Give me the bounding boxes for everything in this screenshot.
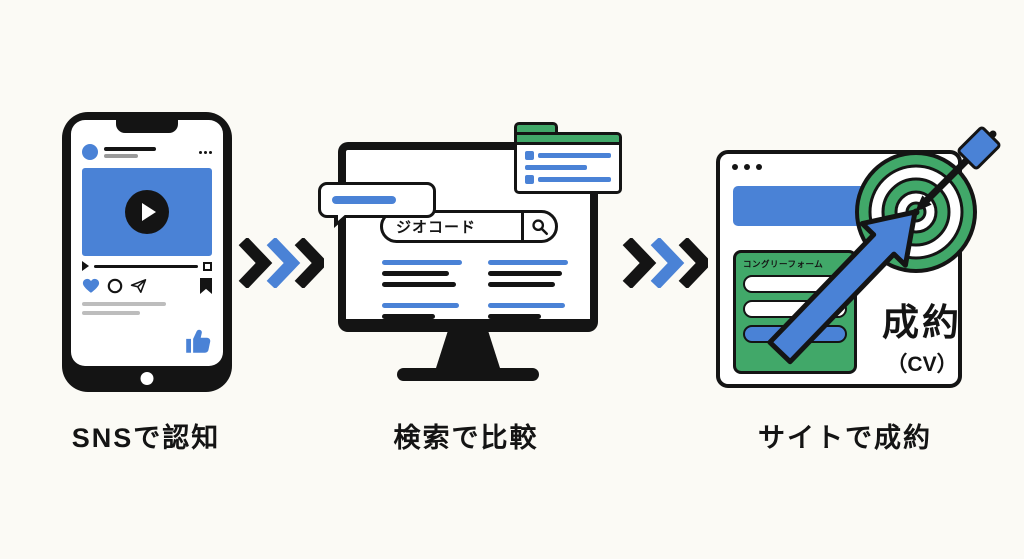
speech-bubble (318, 182, 436, 228)
conversion-text: 成約 (882, 302, 962, 343)
play-icon (142, 203, 156, 221)
sns-video-thumbnail (82, 168, 212, 256)
sns-action-row (82, 278, 212, 294)
home-button (140, 372, 154, 385)
stage-label-search: 検索で比較 (393, 423, 539, 453)
search-button (521, 213, 555, 240)
speech-text-line (332, 196, 396, 204)
desktop-monitor-illustration: ジオコード (318, 122, 622, 381)
search-icon (531, 218, 548, 235)
growth-arrow-icon (767, 209, 918, 365)
chevron-icon (238, 238, 273, 288)
folder-icon (514, 122, 622, 194)
chevron-right-icon-group (238, 238, 324, 288)
fullscreen-icon (203, 261, 212, 271)
monitor-base (397, 368, 539, 381)
phone-notch (116, 120, 178, 133)
chevron-icon (622, 238, 657, 288)
share-icon (130, 279, 147, 293)
form-title: コングリーフォーム (743, 259, 824, 269)
video-player-bar (82, 261, 212, 271)
chevron-icon (650, 238, 685, 288)
heart-icon (82, 278, 100, 293)
menu-dots-icon (199, 150, 212, 154)
window-dots-icon (732, 164, 762, 170)
chevron-icon (294, 238, 324, 288)
chevron-icon (678, 238, 708, 288)
result-column (382, 260, 462, 319)
search-box: ジオコード (380, 210, 558, 243)
result-column (488, 260, 568, 319)
username-placeholder-lines (104, 146, 193, 158)
search-query-text: ジオコード (396, 219, 477, 236)
dart-icon (915, 126, 1001, 212)
stage-label-sns: SNSで認知 (71, 423, 221, 453)
chevron-right-icon-group (622, 238, 708, 288)
phone-screen (71, 120, 223, 366)
conversion-subtext: （CV） (886, 353, 958, 376)
smartphone-illustration (62, 112, 232, 392)
thumbs-up-icon (186, 329, 211, 353)
caption-placeholder-line (82, 302, 166, 306)
conversion-callout: 成約 （CV） (862, 292, 982, 378)
sns-post-header (82, 144, 212, 160)
avatar (82, 144, 98, 160)
monitor-stand (436, 332, 500, 368)
play-button (125, 190, 169, 234)
play-icon (82, 261, 89, 271)
stage-label-site: サイトで成約 (758, 423, 932, 453)
comment-icon (107, 278, 123, 294)
search-results-lines (382, 260, 568, 319)
progress-bar (94, 264, 198, 268)
bookmark-icon (200, 278, 212, 294)
caption-placeholder-line (82, 311, 140, 315)
chevron-icon (266, 238, 301, 288)
monitor-screen: ジオコード (318, 122, 622, 332)
folder-contents (514, 145, 622, 194)
